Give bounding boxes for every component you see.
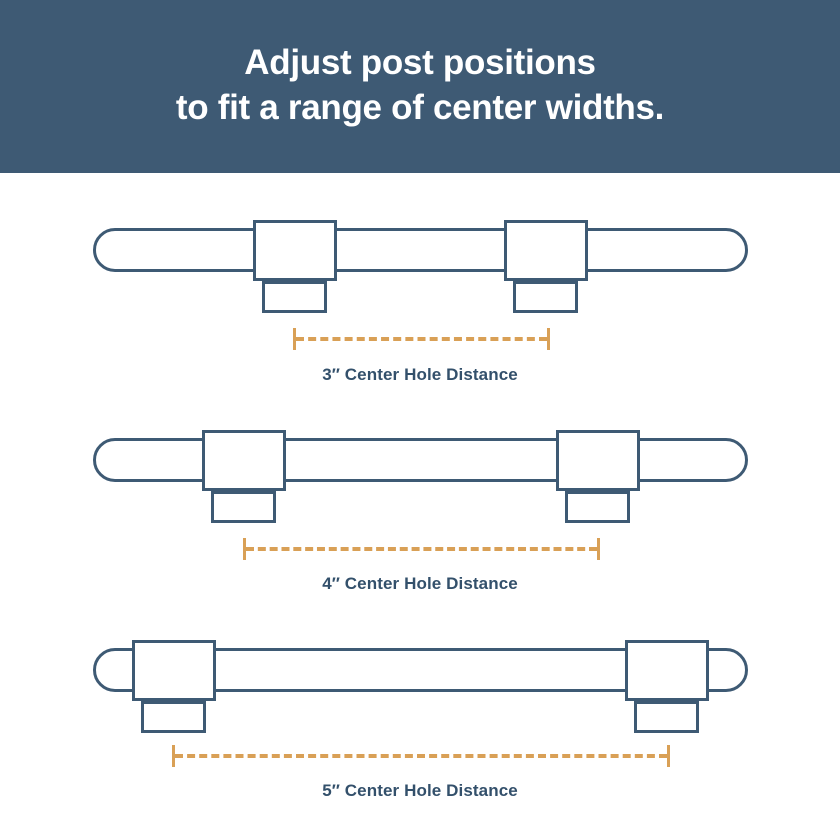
post-foot-left [262, 281, 327, 313]
dimension-line [172, 745, 670, 767]
dimension-line [293, 328, 550, 350]
post-block-right [556, 430, 640, 491]
post-block-right [625, 640, 709, 701]
dimension-cap-right [597, 538, 600, 560]
dimension-cap-left [293, 328, 296, 350]
dimension-line [243, 538, 600, 560]
dimension-caption: 3″ Center Hole Distance [322, 365, 518, 384]
post-foot-right [513, 281, 578, 313]
post-block-right [504, 220, 588, 281]
post-foot-right [565, 491, 630, 523]
dimension-cap-right [547, 328, 550, 350]
dimension-dashes [175, 754, 667, 758]
header-banner: Adjust post positions to fit a range of … [0, 0, 840, 173]
handle-bar [93, 228, 748, 272]
handle-bar [93, 438, 748, 482]
post-foot-right [634, 701, 699, 733]
headline-line-1: Adjust post positions [244, 42, 596, 82]
dimension-caption: 4″ Center Hole Distance [322, 574, 518, 593]
dimension-dashes [296, 337, 547, 341]
dimension-cap-left [172, 745, 175, 767]
dimension-cap-left [243, 538, 246, 560]
dimension-dashes [246, 547, 597, 551]
post-foot-left [211, 491, 276, 523]
post-block-left [202, 430, 286, 491]
dimension-cap-right [667, 745, 670, 767]
dimension-caption: 5″ Center Hole Distance [322, 781, 518, 800]
post-foot-left [141, 701, 206, 733]
post-block-left [132, 640, 216, 701]
post-block-left [253, 220, 337, 281]
headline-line-2: to fit a range of center widths. [175, 87, 665, 127]
